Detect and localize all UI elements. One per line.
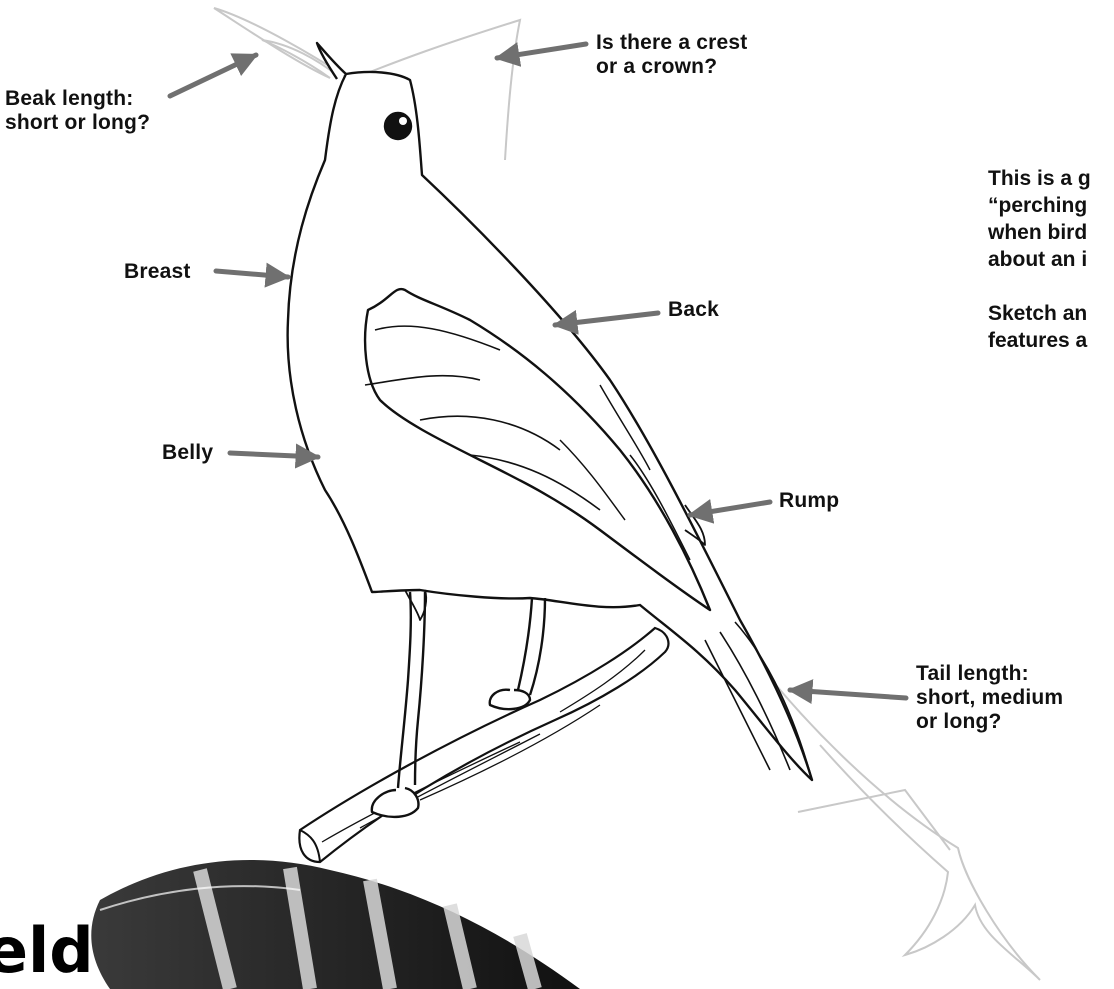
- beak-label-line-1: Beak length:: [5, 87, 150, 111]
- tail-label-line-3: or long?: [916, 710, 1063, 734]
- feather-icon: [91, 860, 580, 989]
- side-note: This is a g “perching when bird about an…: [988, 165, 1114, 405]
- belly-arrow: [230, 453, 318, 457]
- side-note-line: when bird: [988, 219, 1091, 246]
- side-note-line: features a: [988, 327, 1087, 354]
- belly-label: Belly: [162, 441, 213, 465]
- side-note-paragraph-1: This is a g “perching when bird about an…: [988, 165, 1091, 273]
- crest-label-line-1: Is there a crest: [596, 31, 747, 55]
- beak-label-line-2: short or long?: [5, 111, 150, 135]
- crest-label-line-2: or a crown?: [596, 55, 747, 79]
- breast-arrow: [216, 271, 288, 277]
- breast-label: Breast: [124, 260, 191, 284]
- back-label: Back: [668, 298, 719, 322]
- heading-fragment-wrap: eld: [0, 905, 160, 989]
- side-note-line: about an i: [988, 246, 1091, 273]
- crest-arrow: [497, 44, 586, 58]
- beak-length-label: Beak length: short or long?: [5, 87, 150, 135]
- rump-label: Rump: [779, 489, 839, 513]
- tail-label-line-2: short, medium: [916, 686, 1063, 710]
- tail-arrow: [790, 690, 906, 698]
- heading-fragment: eld: [0, 911, 94, 989]
- side-note-line: This is a g: [988, 165, 1091, 192]
- tail-length-label: Tail length: short, medium or long?: [916, 662, 1063, 734]
- side-note-line: Sketch an: [988, 300, 1087, 327]
- branch-icon: [299, 628, 668, 862]
- side-note-line: “perching: [988, 192, 1091, 219]
- rump-arrow: [690, 502, 770, 515]
- crest-label: Is there a crest or a crown?: [596, 31, 747, 79]
- tail-label-line-1: Tail length:: [916, 662, 1063, 686]
- side-note-paragraph-2: Sketch an features a: [988, 300, 1087, 354]
- back-arrow: [555, 313, 658, 325]
- beak-arrow: [170, 55, 256, 96]
